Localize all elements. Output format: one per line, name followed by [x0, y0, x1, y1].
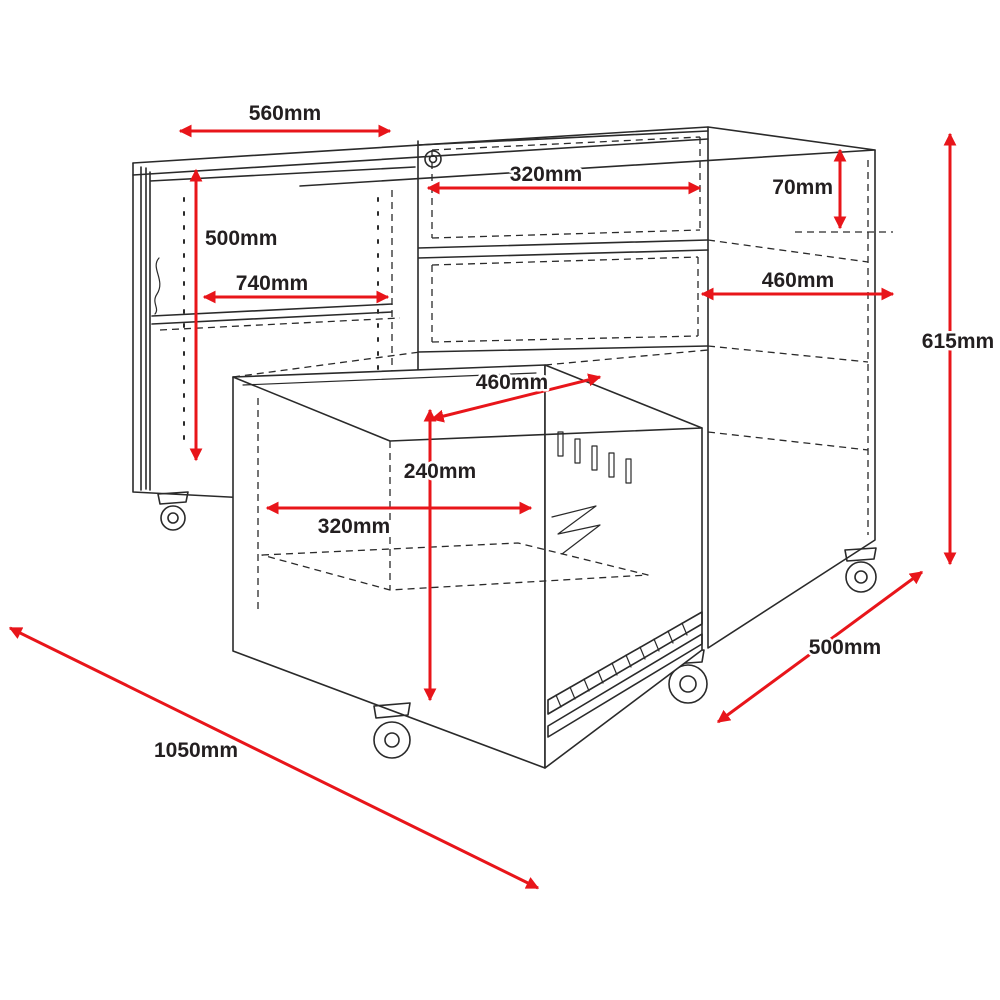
dimension-label-top-drawer-height: 70mm: [772, 176, 833, 199]
dimension-label-open-section-height: 500mm: [205, 227, 277, 250]
dimension-arrow: [430, 373, 602, 423]
pulled-drawer: [232, 364, 703, 769]
dimension-arrow: [716, 570, 924, 724]
slide-rail-lower: [547, 633, 703, 738]
dimension-top-width: 560mm: [178, 100, 392, 138]
dimension-file-drawer-depth: 460mm: [430, 369, 602, 423]
drawer-front-face: [232, 364, 546, 769]
dimension-overall-height: 615mm: [919, 132, 997, 566]
lock-icon: [424, 150, 442, 168]
dimension-file-drawer-height: 240mm: [401, 408, 479, 702]
cabinet-right-panel: [707, 126, 876, 649]
dimension-top-drawer-height: 70mm: [770, 148, 847, 230]
caster-left-bracket: [157, 491, 189, 505]
dimension-label-overall-depth: 500mm: [809, 636, 881, 659]
caster-drawer-hub: [384, 732, 400, 748]
dimension-top-drawer-width: 320mm: [426, 161, 702, 195]
dimension-label-open-section-depth: 740mm: [236, 272, 308, 295]
dimension-arrow: [8, 626, 540, 890]
dimension-label-file-drawer-height: 240mm: [404, 460, 476, 483]
dimension-label-top-drawer-width: 320mm: [510, 163, 582, 186]
dimension-overall-width: 1050mm: [8, 626, 540, 890]
drawer-fronts: [417, 130, 709, 371]
dimension-label-middle-drawer-depth: 460mm: [762, 269, 834, 292]
slide-rail-hatching: [555, 622, 688, 708]
caster-drawer-wheel: [373, 721, 411, 759]
dimension-open-section-height: 500mm: [189, 168, 280, 462]
open-section: [132, 162, 421, 508]
slide-bracket: [551, 505, 601, 555]
dimension-label-file-drawer-width: 320mm: [318, 515, 390, 538]
vent-slots: [557, 431, 632, 484]
slide-rail-upper: [547, 611, 703, 715]
drawer-travel-guides: [232, 349, 709, 378]
dimension-overall-depth: 500mm: [716, 570, 924, 724]
caster-left-wheel: [160, 505, 186, 531]
dimension-label-top-width: 560mm: [249, 102, 321, 125]
lock-core-icon: [428, 154, 438, 164]
caster-back-right-wheel: [845, 561, 877, 593]
interior-hidden-lines: [707, 160, 893, 535]
dimension-label-file-drawer-depth: 460mm: [476, 371, 548, 394]
caster-back-right-bracket: [844, 547, 877, 562]
caster-front-right-wheel: [668, 664, 708, 704]
shelf: [151, 303, 393, 325]
dimension-middle-drawer-depth: 460mm: [700, 267, 895, 301]
caster-back-right-hub: [854, 570, 868, 584]
top-drawer-hidden-box: [431, 136, 701, 239]
drawer-side-face: [544, 364, 703, 769]
caster-front-right-hub: [679, 675, 697, 693]
dimension-label-overall-height: 615mm: [922, 330, 994, 353]
middle-drawer-hidden-box: [431, 256, 699, 343]
dimension-file-drawer-width: 320mm: [265, 501, 533, 541]
cabinet-top-panel: [132, 126, 876, 187]
dimension-open-section-depth: 740mm: [202, 270, 390, 304]
dimension-label-overall-width: 1050mm: [154, 739, 238, 762]
caster-left-hub: [167, 512, 179, 524]
door-handle: [154, 257, 161, 315]
